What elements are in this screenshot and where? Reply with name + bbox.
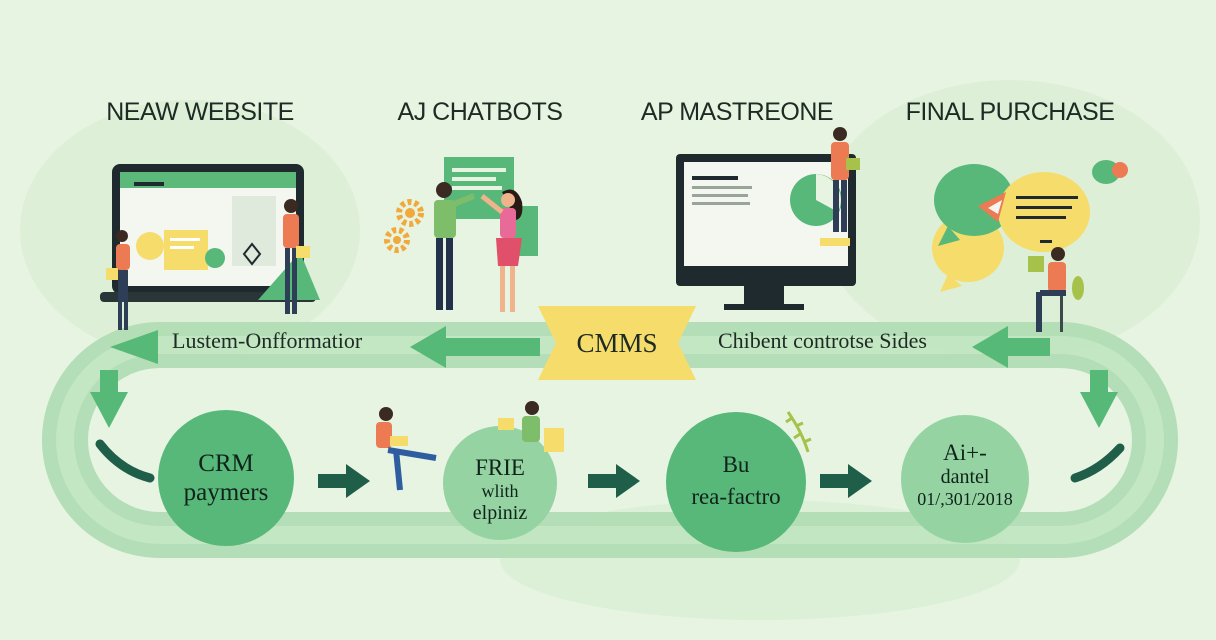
node-3-line-1: Bu bbox=[722, 452, 750, 477]
purchase-illustration bbox=[932, 160, 1128, 332]
node-4-line-1: Ai+- bbox=[943, 440, 987, 465]
monitor-illustration bbox=[676, 127, 860, 310]
node-1-circle bbox=[158, 410, 294, 546]
node-2-text: FRIE wlith elpiniz bbox=[440, 455, 560, 525]
node-4-circle bbox=[901, 415, 1029, 543]
cmms-banner bbox=[538, 306, 696, 380]
node-2-line-2: wlith bbox=[481, 481, 519, 502]
far-left-top-arrow bbox=[110, 330, 158, 364]
node-4-line-3: 01/,301/2018 bbox=[917, 489, 1013, 510]
sitting-figure-2 bbox=[498, 401, 564, 452]
right-down-arrow bbox=[1080, 370, 1118, 428]
step-3-heading: AP MASTREONE bbox=[640, 98, 834, 126]
flow-arrow-2 bbox=[588, 464, 640, 498]
node-2-line-3: elpiniz bbox=[472, 502, 528, 525]
right-track-label: Chibent controtse Sides bbox=[718, 328, 927, 353]
flow-arrow-3 bbox=[820, 464, 872, 498]
node-1-text: CRM paymers bbox=[158, 450, 294, 508]
node-2-line-1: FRIE bbox=[475, 455, 525, 480]
leaf-decoration bbox=[785, 411, 812, 453]
left-down-arrow bbox=[90, 370, 128, 428]
node-3-line-2: rea-factro bbox=[691, 484, 781, 510]
left-track-label: Lustem-Onfformatior bbox=[172, 328, 363, 353]
step-4-heading: FINAL PURCHASE bbox=[905, 98, 1115, 126]
laptop-illustration bbox=[100, 164, 320, 330]
sitting-figure-1 bbox=[376, 407, 437, 491]
node-1-line-2: paymers bbox=[183, 478, 269, 506]
step-1-heading: NEAW WEBSITE bbox=[106, 98, 294, 126]
right-flow-arrow bbox=[972, 326, 1050, 368]
chatbot-illustration bbox=[384, 157, 538, 312]
cmms-label: CMMS bbox=[576, 327, 658, 358]
node-3-circle bbox=[666, 412, 806, 552]
node-4-text: Ai+- dantel 01/,301/2018 bbox=[895, 440, 1035, 510]
node-2-circle bbox=[443, 426, 557, 540]
node-4-line-2: dantel bbox=[940, 466, 990, 489]
left-flow-arrow bbox=[410, 326, 540, 368]
flow-arrow-1 bbox=[318, 464, 370, 498]
node-3-text: Bu rea-factro bbox=[666, 452, 806, 511]
node-1-line-1: CRM bbox=[198, 450, 254, 477]
step-2-heading: AJ CHATBOTS bbox=[397, 98, 563, 126]
